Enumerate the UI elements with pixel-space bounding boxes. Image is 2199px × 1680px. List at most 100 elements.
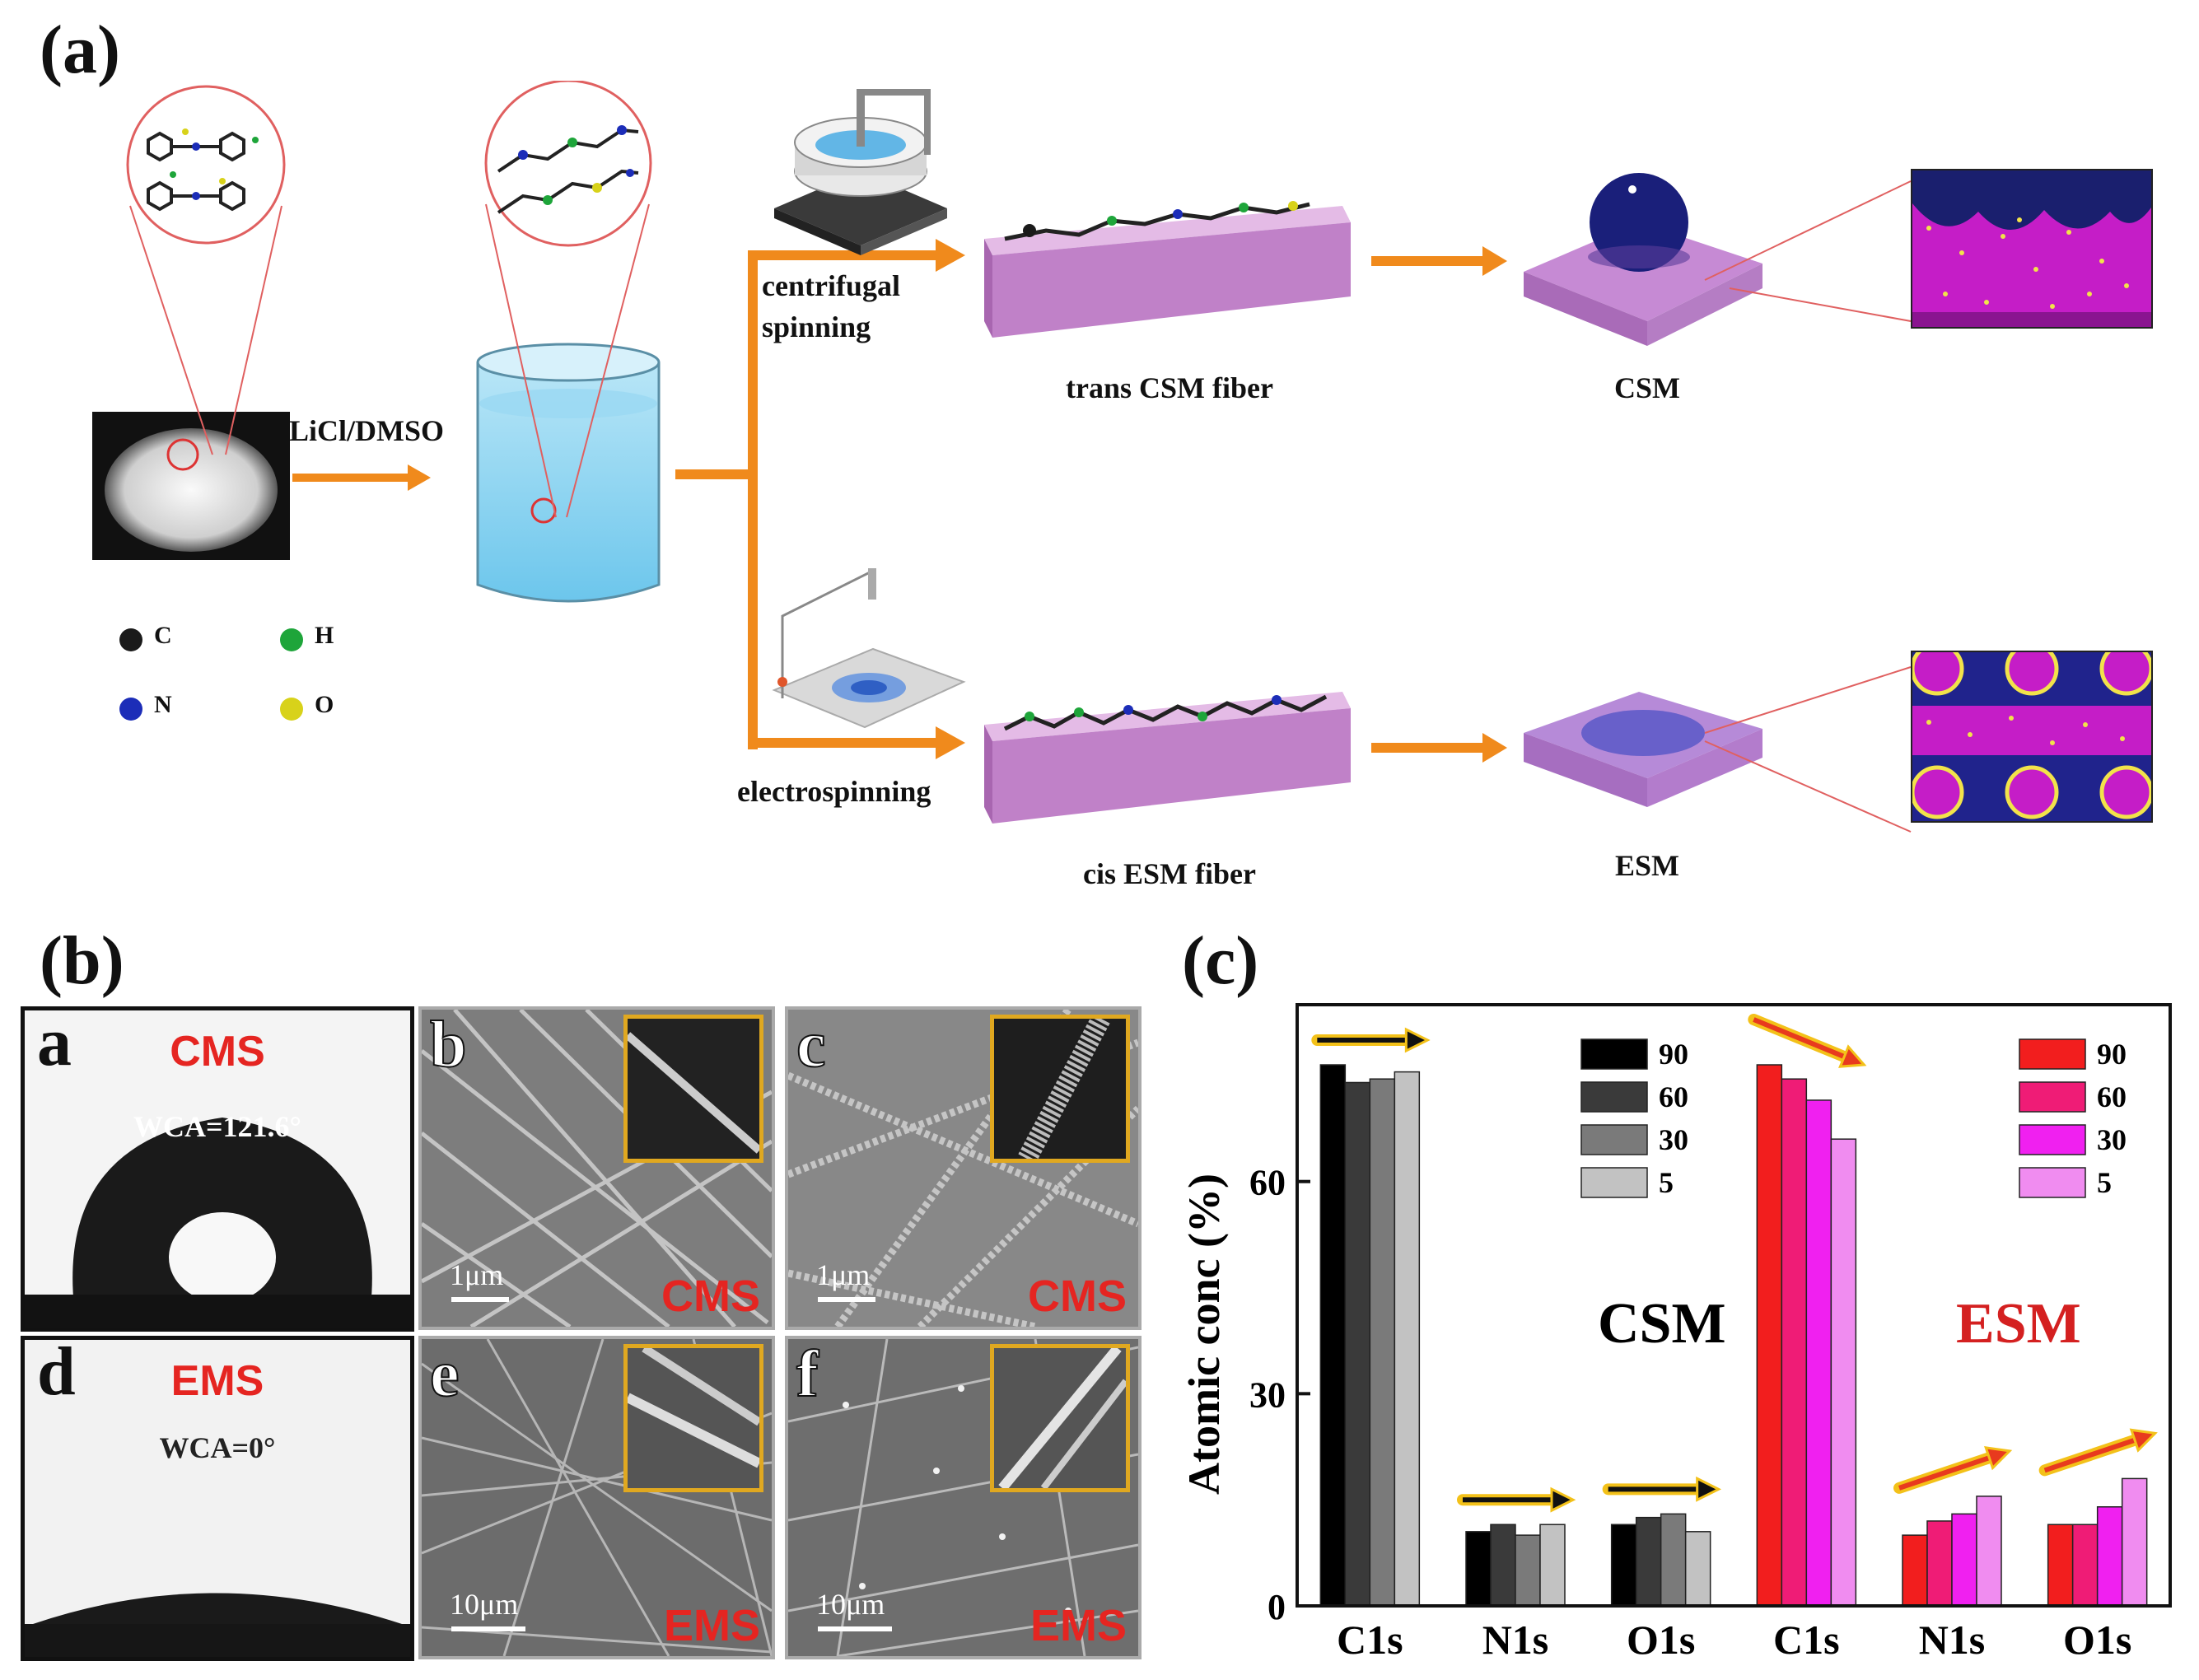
bar-n1s-30 [1951, 1513, 1977, 1607]
x-tick-label: C1s [1773, 1617, 1840, 1663]
wca-tile-d-value: WCA=0° [159, 1431, 276, 1464]
esm-zoom-lines [1704, 666, 1912, 833]
esm-label: ESM [1614, 849, 1679, 882]
sem-tile-e-letter: e [429, 1338, 460, 1412]
panel-a-label: (a) [40, 12, 120, 88]
legend-esm-swatch-60 [2019, 1081, 2086, 1113]
sem-tile-b-scale: 1μm [450, 1258, 504, 1291]
bar-o1s-5 [2121, 1477, 2148, 1607]
sem-tile-c: c 1μm CMS [785, 1006, 1142, 1330]
bar-c1s-5 [1830, 1138, 1857, 1607]
bar-c1s-60 [1781, 1078, 1808, 1607]
x-tick-label: C1s [1337, 1617, 1403, 1663]
trend-arrow-head [1550, 1486, 1576, 1513]
csm-zoom-lines [1704, 180, 1912, 322]
bar-o1s-90 [1610, 1524, 1637, 1607]
legend-esm-label-60: 60 [2097, 1080, 2127, 1113]
atom-legend-c: C [119, 622, 172, 652]
molecule-zoom-1 [126, 85, 286, 455]
sem-tile-c-scalebar [818, 1297, 875, 1302]
atom-legend-h-label: H [315, 622, 334, 649]
sem-tile-f-scalebar [818, 1626, 892, 1631]
panel-b-label: (b) [40, 922, 124, 999]
bar-n1s-60 [1926, 1520, 1953, 1607]
plot-frame [1296, 1003, 2172, 1608]
sem-tile-b-tag: CMS [661, 1272, 760, 1321]
group-label-csm: CSM [1598, 1292, 1726, 1356]
sem-inset-b [623, 1015, 763, 1163]
trend-arrow-head [1404, 1027, 1431, 1053]
trend-arrow-head [1984, 1446, 2013, 1471]
csm-label: CSM [1614, 371, 1680, 404]
bar-o1s-60 [2071, 1524, 2099, 1607]
trend-arrow-head [2129, 1428, 2158, 1453]
bar-c1s-30 [1369, 1078, 1396, 1607]
electrospinning-apparatus [772, 568, 966, 729]
atom-legend: C H N O [119, 622, 399, 721]
sem-tile-b: b 1μm CMS [418, 1006, 775, 1330]
trans-csm-fiber [984, 201, 1351, 338]
trans-csm-fiber-label: trans CSM fiber [1066, 371, 1273, 404]
hydrogen-atom-icon [280, 628, 303, 652]
fiber-to-esm-arrow [1371, 733, 1507, 763]
sem-inset-f [990, 1344, 1130, 1492]
bar-o1s-90 [2047, 1524, 2074, 1607]
bar-o1s-30 [2096, 1506, 2123, 1607]
trend-arrow-head [1838, 1044, 1867, 1068]
sem-inset-e [623, 1344, 763, 1492]
carbon-atom-icon [119, 628, 142, 652]
wca-tile-a-title: CMS [170, 1028, 265, 1076]
chart-trend-arrows [1311, 1014, 2158, 1513]
trend-arrow-shaft [1898, 1454, 1994, 1491]
wca-tile-d-title: EMS [170, 1357, 264, 1405]
wca-tile-d-letter: d [37, 1336, 76, 1410]
solution-beaker [476, 343, 661, 603]
x-tick-label: O1s [2063, 1617, 2131, 1663]
atom-legend-n-label: N [154, 691, 172, 718]
bar-c1s-5 [1394, 1071, 1421, 1607]
legend-csm-label-90: 90 [1659, 1038, 1688, 1071]
trend-arrow-shaft [2043, 1436, 2140, 1473]
centrifugal-label-2: spinning [762, 310, 871, 343]
sem-tile-b-scalebar [451, 1297, 509, 1302]
atom-legend-o: O [280, 691, 334, 721]
legend-csm-swatch-60 [1580, 1081, 1648, 1113]
legend-csm-swatch-5 [1580, 1167, 1648, 1198]
legend-csm-label-5: 5 [1659, 1166, 1674, 1199]
legend-esm-label-90: 90 [2097, 1038, 2127, 1071]
sem-tile-f-scale: 10μm [816, 1588, 885, 1621]
sem-tile-f: f 10μm EMS [785, 1336, 1142, 1659]
polymer-powder-photo [92, 412, 290, 560]
panel-c-label: (c) [1182, 922, 1259, 999]
atom-legend-h: H [280, 622, 334, 652]
y-tick-label: 60 [1249, 1163, 1286, 1203]
wca-tile-a-value: WCA=121.6° [133, 1110, 301, 1143]
group-label-esm: ESM [1956, 1292, 2081, 1356]
centrifugal-spinning-apparatus [774, 89, 947, 255]
x-tick-label: N1s [1482, 1617, 1549, 1663]
y-tick-label: 0 [1268, 1587, 1286, 1627]
trend-arrow-head [1696, 1476, 1722, 1502]
bar-o1s-30 [1660, 1513, 1687, 1607]
bar-o1s-60 [1635, 1516, 1662, 1607]
sem-tile-c-letter: c [796, 1009, 826, 1082]
sem-tile-e: e 10μm EMS [418, 1336, 775, 1659]
trend-arrow-shaft [1753, 1017, 1849, 1061]
molecule-zoom-2 [484, 81, 652, 518]
solvent-label: LiCl/DMSO [288, 414, 444, 447]
legend-csm-label-30: 30 [1659, 1123, 1688, 1156]
cis-esm-fiber-label: cis ESM fiber [1083, 857, 1256, 890]
fiber-to-csm-arrow [1371, 246, 1507, 276]
centrifugal-label-1: centrifugal [762, 269, 900, 302]
dissolve-arrow [292, 464, 431, 491]
wca-photo-ems: d EMS WCA=0° [21, 1336, 414, 1661]
esm-cross-section [1910, 642, 2154, 823]
legend-csm-label-60: 60 [1659, 1080, 1688, 1113]
bar-c1s-60 [1344, 1081, 1371, 1607]
csm-membrane [1524, 173, 1762, 346]
atom-legend-o-label: O [315, 691, 334, 718]
bar-c1s-90 [1319, 1064, 1347, 1607]
